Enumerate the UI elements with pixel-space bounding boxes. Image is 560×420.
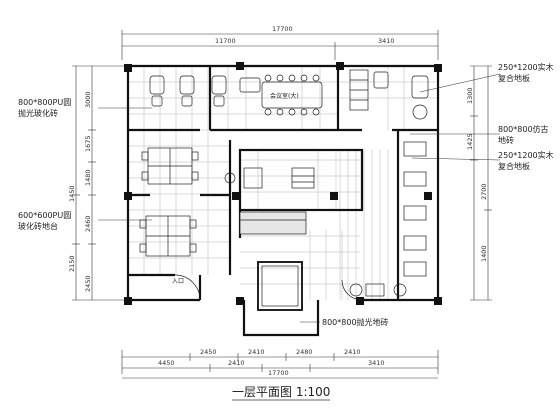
- dim-bottom-inner-1: 2450: [200, 348, 217, 356]
- dim-top-inner-2: 3410: [378, 37, 395, 45]
- walls: [126, 64, 440, 337]
- dim-left-4: 1450: [68, 185, 76, 202]
- dim-bottom-outer-1: 4450: [158, 359, 175, 367]
- note-right1-line1: 250*1200实木: [498, 62, 554, 72]
- dim-left-5: 2460: [84, 215, 92, 232]
- note-left2-line2: 玻化砖地台: [18, 221, 58, 231]
- dim-left-6: 2150: [68, 255, 76, 272]
- door-swings: [174, 274, 363, 301]
- dim-left-3: 1480: [84, 169, 92, 186]
- dimension-lines: [72, 30, 492, 379]
- conference-table: [261, 74, 323, 116]
- dim-bottom-inner-2: 2410: [248, 348, 265, 356]
- dim-top-inner-1: 11700: [215, 37, 236, 45]
- dim-bottom-inner-4: 2410: [344, 348, 361, 356]
- dim-right-2: 1425: [466, 133, 474, 150]
- dim-left-7: 2450: [84, 275, 92, 292]
- note-right2-line2: 地砖: [498, 135, 514, 145]
- dim-right-1: 1300: [466, 87, 474, 104]
- structural-columns: [124, 62, 442, 305]
- note-right2-line1: 800*800仿古: [498, 124, 549, 134]
- floor-tile-grid: [128, 66, 436, 300]
- note-right3-line1: 250*1200实木: [498, 150, 554, 160]
- entrance-vestibule: [257, 261, 303, 311]
- dim-left-2: 1675: [84, 135, 92, 152]
- dim-left-1: 3000: [84, 91, 92, 108]
- dim-top-outer: 17700: [272, 25, 293, 33]
- room-label-entry: 入口: [172, 278, 184, 285]
- note-bottom1: 800*800抛光地砖: [322, 317, 389, 327]
- office-chairs-top-left: [149, 75, 261, 107]
- stair-and-lift-core: [224, 167, 315, 189]
- dim-bottom-inner-3: 2480: [296, 348, 313, 356]
- note-left1-line2: 抛光玻化砖: [18, 108, 58, 118]
- dim-right-4: 1400: [480, 245, 488, 262]
- drawing-title: 一层平面图 1:100: [232, 385, 330, 399]
- room-label-meeting: 会议室(大): [270, 92, 299, 100]
- workstation-cluster-lower: [139, 215, 197, 257]
- dim-bottom-outer-4: 17700: [268, 369, 289, 377]
- lounge-seating-right: [349, 141, 427, 297]
- note-left1-line1: 800*800PU圆: [18, 98, 71, 107]
- leader-lines: [98, 73, 501, 323]
- dim-right-3: 2700: [480, 183, 488, 200]
- office-top-right: [349, 69, 429, 120]
- workstation-cluster-upper: [141, 147, 199, 185]
- note-right3-line2: 复合地板: [498, 161, 530, 171]
- dim-bottom-outer-3: 3410: [368, 359, 385, 367]
- note-right1-line2: 复合地板: [498, 73, 530, 83]
- note-left2-line1: 600*600PU圆: [18, 211, 71, 220]
- reception-counter: [239, 211, 307, 235]
- dim-bottom-outer-2: 2410: [228, 359, 245, 367]
